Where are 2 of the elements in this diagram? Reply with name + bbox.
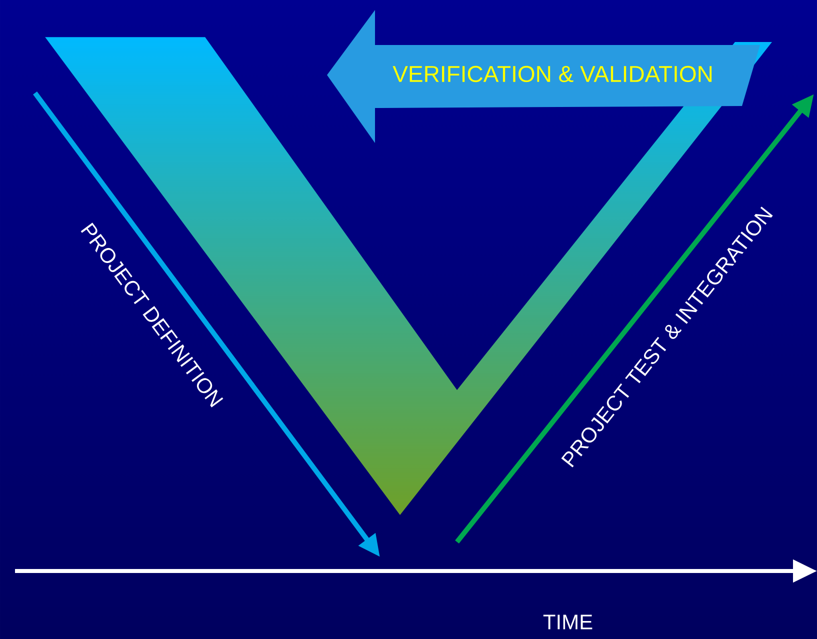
arrow-banner: VERIFICATION & VALIDATION bbox=[327, 10, 760, 143]
axis-label: TIME bbox=[543, 614, 592, 630]
